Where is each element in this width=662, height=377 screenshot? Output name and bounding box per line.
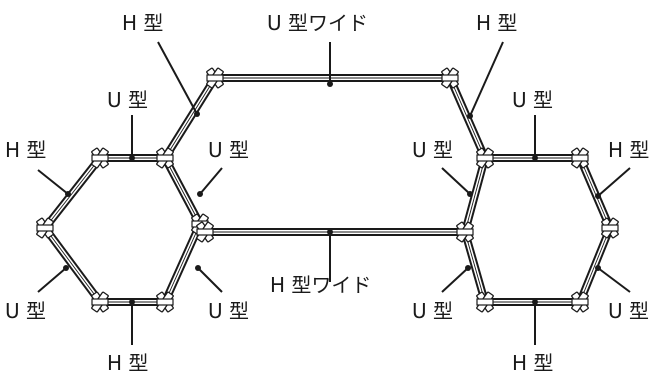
joint-connector	[476, 291, 494, 313]
leader-line	[532, 115, 538, 161]
leader-line	[37, 265, 69, 293]
bar-left-upper-left	[41, 155, 104, 231]
label-u-wide: U 型ワイド	[267, 11, 368, 35]
label-h-left: H 型	[5, 138, 46, 162]
leader-line	[129, 115, 135, 161]
label-u-right-bottom: U 型	[608, 299, 649, 323]
joint-connector	[441, 67, 459, 89]
bar-center-lower-right	[461, 156, 489, 234]
bar-left-upper-right	[161, 156, 204, 226]
joint-connector	[571, 291, 589, 313]
label-u-center-left-bottom: U 型	[208, 299, 249, 323]
bar-left-lower-right	[161, 222, 204, 304]
label-u-left-bottom: U 型	[5, 299, 46, 323]
label-h-bottom-right: H 型	[512, 351, 553, 375]
leader-lines	[37, 41, 631, 345]
joint-connector	[156, 147, 174, 169]
label-h-bottom-left: H 型	[107, 351, 148, 375]
bar-left-lower-left	[41, 225, 104, 305]
label-h-right: H 型	[608, 138, 649, 162]
leader-line	[441, 167, 473, 197]
bar-right-lower-right	[576, 226, 614, 304]
bar-center-upper-left	[161, 75, 219, 161]
leader-line	[467, 41, 504, 119]
leader-line	[195, 265, 223, 293]
leader-line	[197, 167, 223, 197]
label-u-left-top: U 型	[107, 88, 148, 112]
callout-labels: H 型 U 型ワイド H 型 U 型 U 型 H 型 U 型 U 型 H 型 H…	[5, 11, 649, 375]
joint-connector	[196, 221, 214, 243]
label-u-center-right: U 型	[412, 138, 453, 162]
label-u-right-top: U 型	[512, 88, 553, 112]
leader-line	[595, 167, 631, 199]
bar-right-lower-left	[461, 230, 489, 304]
joint-connector	[456, 221, 474, 243]
joint-connector	[36, 217, 54, 239]
frame-assembly	[36, 67, 619, 313]
bar-center-upper-right	[446, 76, 489, 160]
leader-line	[327, 229, 333, 282]
leader-line	[327, 42, 333, 87]
joint-connector	[476, 147, 494, 169]
leader-line	[532, 299, 538, 345]
bar-right-upper-right	[576, 156, 614, 230]
label-u-center-left: U 型	[208, 138, 249, 162]
label-h-top-right: H 型	[476, 11, 517, 35]
joint-connector	[571, 147, 589, 169]
joint-connector	[601, 217, 619, 239]
label-u-center-right-bottom: U 型	[412, 299, 453, 323]
leader-line	[129, 299, 135, 345]
joint-connector	[206, 67, 224, 89]
joint-connector	[91, 147, 109, 169]
joint-connector	[91, 291, 109, 313]
leader-line	[37, 169, 71, 197]
joint-connector	[156, 291, 174, 313]
label-h-wide: H 型ワイド	[270, 273, 371, 297]
leader-line	[441, 265, 471, 293]
leader-line	[157, 41, 200, 117]
leader-line	[595, 265, 631, 293]
label-h-top-left: H 型	[122, 11, 163, 35]
